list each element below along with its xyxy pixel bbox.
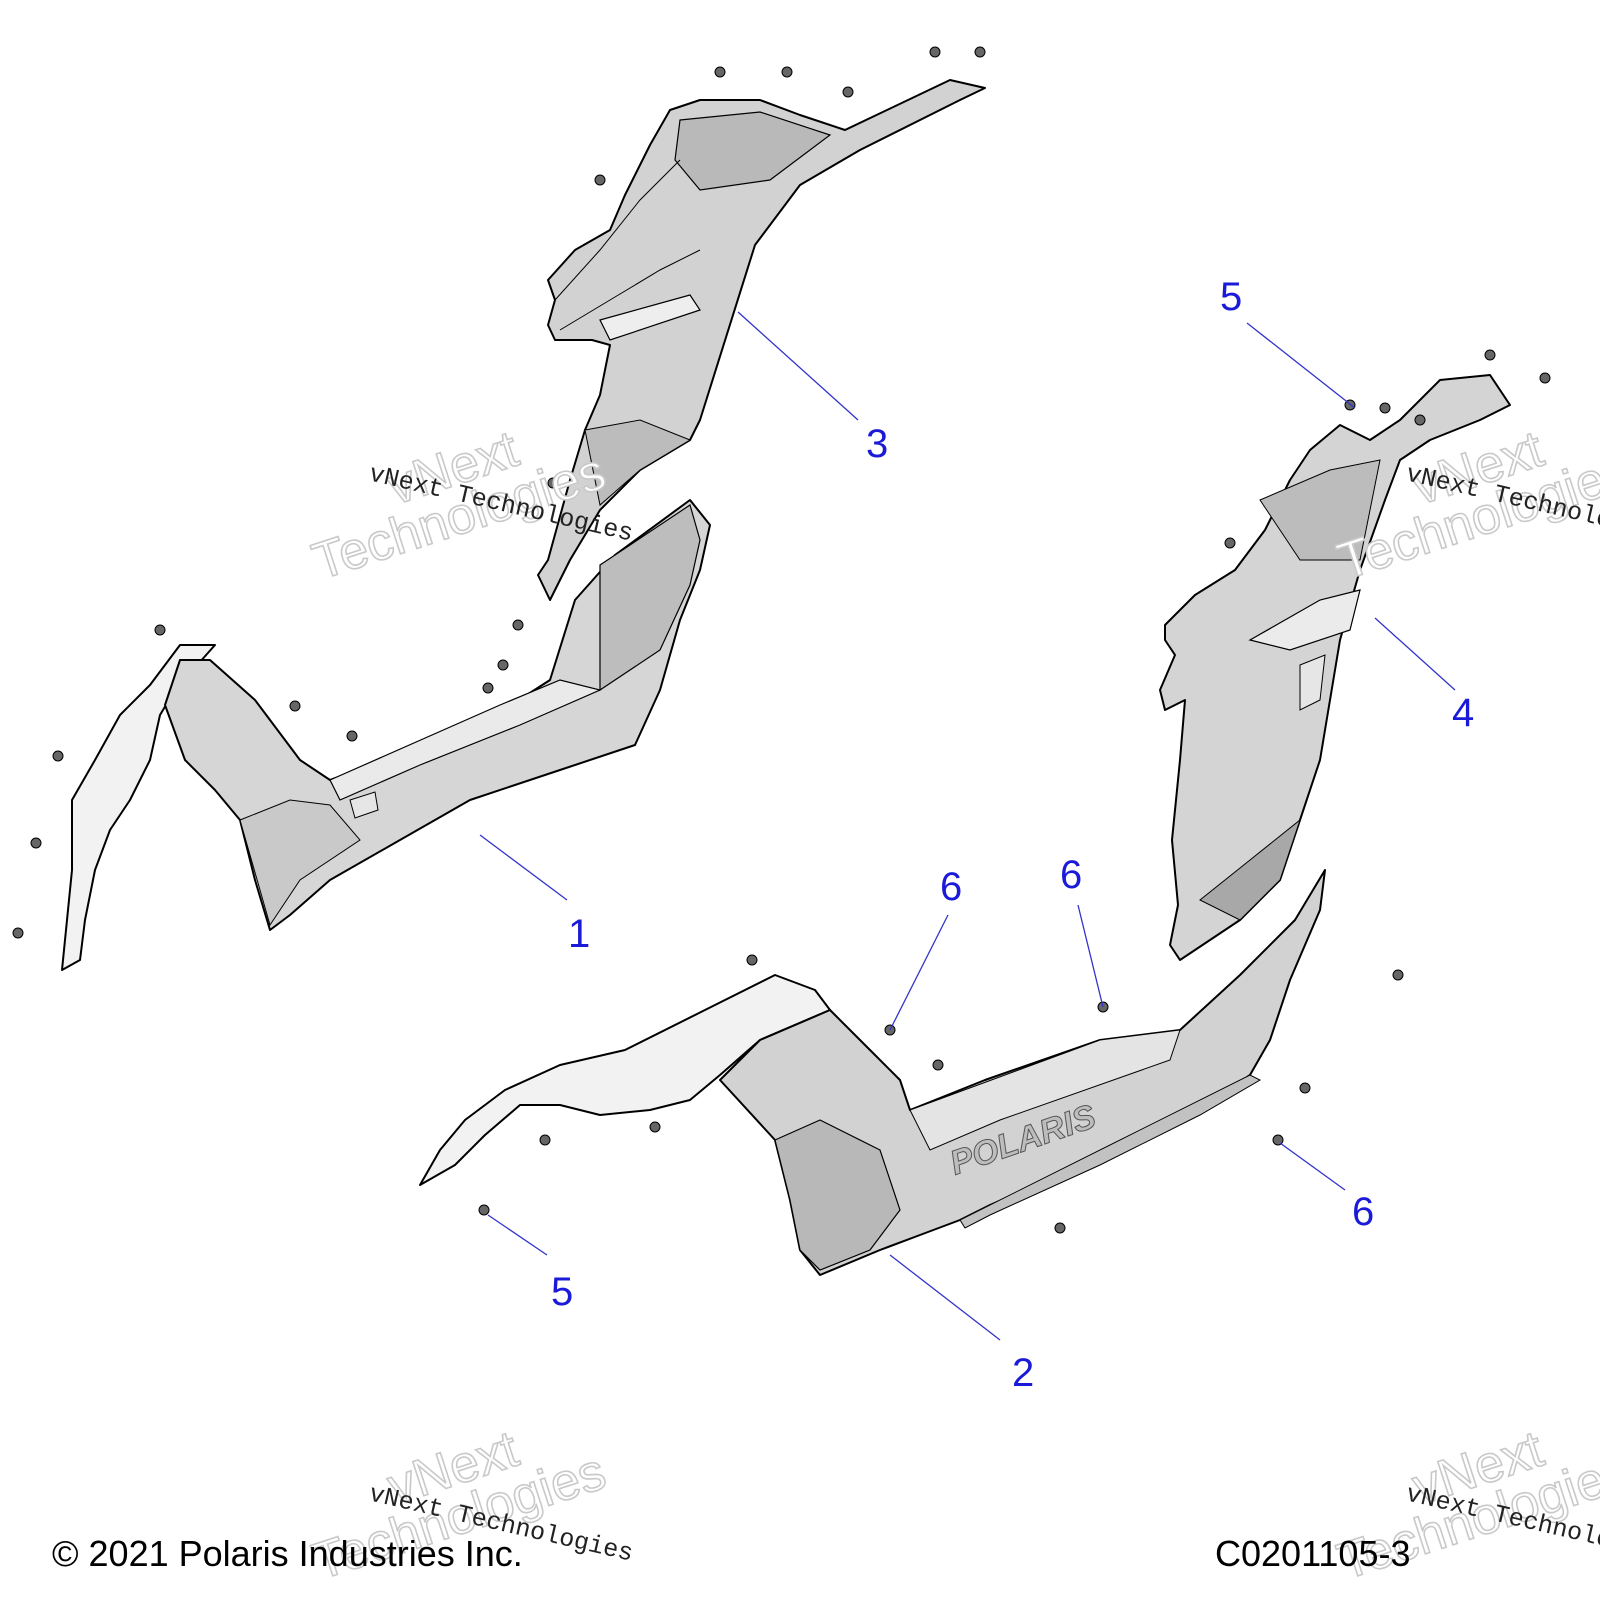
callout-6-left: 6 <box>940 865 962 909</box>
callouts: 3 1 2 4 5 5 6 6 6 <box>551 275 1474 1395</box>
callout-4: 4 <box>1452 691 1474 735</box>
callout-5-bottom: 5 <box>551 1270 573 1314</box>
leader-lines <box>479 311 1456 1341</box>
copyright-text: © 2021 Polaris Industries Inc. <box>52 1533 523 1574</box>
callout-6-right: 6 <box>1352 1190 1374 1234</box>
callout-1: 1 <box>568 912 590 956</box>
callout-2: 2 <box>1012 1351 1034 1395</box>
part-2-panel: POLARIS <box>419 869 1326 1276</box>
figure-code: C0201105-3 <box>1215 1533 1411 1574</box>
watermarks: vNext Technologies vNext Technologies vN… <box>305 419 1600 1592</box>
part-4-panel <box>1159 374 1511 961</box>
part-1-panel <box>61 499 711 971</box>
callout-6-mid: 6 <box>1060 853 1082 897</box>
part-3-panel <box>537 79 986 601</box>
callout-5-top: 5 <box>1220 275 1242 319</box>
callout-3: 3 <box>866 422 888 466</box>
